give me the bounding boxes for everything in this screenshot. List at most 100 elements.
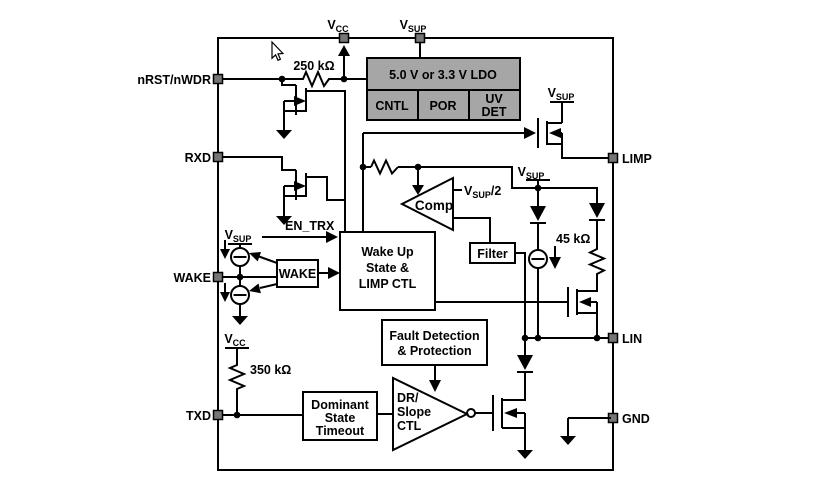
comparator: Comp VSUP/2 [399,176,501,243]
wake-detect-block: WAKE [249,252,340,294]
mouse-cursor [271,40,285,62]
lin-pullup-mosfet [435,278,598,338]
resistor-45k-label: 45 kΩ [556,232,590,246]
rxd-pin-group: RXD [185,151,296,171]
mosfet-body-arrow [294,181,306,191]
filter-block: Filter [469,242,526,338]
fault-detection-block: Fault Detection & Protection [381,319,488,392]
vcc-label: VCC [327,18,349,34]
filter-output-wire [515,252,526,338]
por-label: POR [429,99,456,113]
nrst-pin-group: nRST/nWDR 250 kΩ [137,59,367,89]
lin-pin-group: LIN [607,332,642,346]
comparator-output-wire [453,217,491,243]
ground-symbol [560,436,576,445]
dominant-line1: Dominant [311,398,369,412]
limp-pin-square [607,152,619,164]
resistor-350k-label: 350 kΩ [250,363,291,377]
resistor-comp-feed [370,158,399,176]
current-direction-arrow [220,249,230,259]
arrow-to-current-source [249,283,261,294]
inverter-bubble [466,408,476,418]
junction-dots [233,75,601,419]
limp-pin-group: LIMP [607,152,652,166]
wakeup-line2: State & [366,261,409,275]
current-direction-arrow [549,257,561,269]
ground-symbol [517,450,533,459]
vsup-label: VSUP [548,86,575,102]
uv-det-box [468,89,521,121]
resistor-250k [300,69,332,89]
filter-label: Filter [477,247,508,261]
lin-pin-label: LIN [622,332,642,346]
mosfet-body-arrow [579,297,591,307]
drslope-block: DR/ Slope CTL [392,376,470,452]
vsup-diode-branch: VSUP 45 kΩ [518,165,607,338]
mosfet-body-arrow [549,128,561,138]
dominant-line3: Timeout [316,424,365,438]
lin-net [517,337,611,391]
nrst-pin-square [212,73,224,85]
drslope-line3: CTL [397,419,422,433]
cntl-label: CNTL [375,99,409,113]
wake-pin-label: WAKE [174,271,212,285]
ldo-block: 5.0 V or 3.3 V LDO CNTL POR UV DET [366,57,521,121]
ground-symbol [276,216,292,225]
rxd-pin-square [212,151,224,163]
vsup-half-label: VSUP/2 [464,184,501,200]
gnd-pin-group: GND [560,412,650,445]
wake-current-sources: VSUP [220,228,252,325]
vsup-pin-square [414,32,426,44]
arrow-down [429,380,441,392]
ground-symbol [276,130,292,139]
lin-driver-mosfet [466,391,533,459]
mosfet-body-arrow [504,408,517,418]
vsup-terminal-group: VSUP [400,18,427,58]
wakeup-line3: LIMP CTL [359,277,417,291]
rxd-mosfet [276,170,345,225]
uv-label-line1: UV [485,92,503,106]
limp-mosfet: VSUP [537,86,611,159]
dominant-line2: State [325,411,356,425]
txd-pin-label: TXD [186,409,211,423]
cntl-box [366,89,419,121]
ldo-box [366,57,521,91]
comparator-triangle [399,176,454,232]
arrow-down-comp-input [412,185,424,195]
rxd-pin-label: RXD [185,151,211,165]
nrst-mosfet [276,79,346,232]
vsup-label: VSUP [400,18,427,34]
en-trx-label: EN_TRX [285,219,335,233]
uv-label-line2: DET [482,105,507,119]
txd-pin-group: TXD VCC 350 kΩ [186,332,303,423]
ldo-label: 5.0 V or 3.3 V LDO [389,68,497,82]
limp-gate-net [362,127,538,232]
wakeup-line1: Wake Up [361,245,414,259]
mosfet-body-arrow [294,96,306,106]
resistor-350k [227,362,247,393]
vcc-label: VCC [224,332,246,348]
vsup-label: VSUP [518,165,545,181]
fault-line1: Fault Detection [389,329,479,343]
lin-pin-square [607,332,619,344]
drslope-line1: DR/ [397,391,419,405]
wake-detect-label: WAKE [279,267,317,281]
arrow-right [524,127,536,139]
diode [589,203,605,218]
dominant-timeout-block: Dominant State Timeout [302,391,393,441]
gnd-pin-label: GND [622,412,650,426]
vcc-pin-square [338,32,350,44]
comparator-label: Comp [415,198,453,213]
arrow-right [326,231,338,243]
wakeup-state-box [339,231,436,311]
arrow-right [328,267,340,279]
vsup-label: VSUP [225,228,252,244]
drslope-line2: Slope [397,405,431,419]
txd-pin-square [212,409,224,421]
wakeup-state-block: Wake Up State & LIMP CTL [339,231,436,311]
resistor-250k-label: 250 kΩ [293,59,334,73]
vcc-terminal-group: VCC [327,18,350,79]
fault-line2: & Protection [397,344,471,358]
